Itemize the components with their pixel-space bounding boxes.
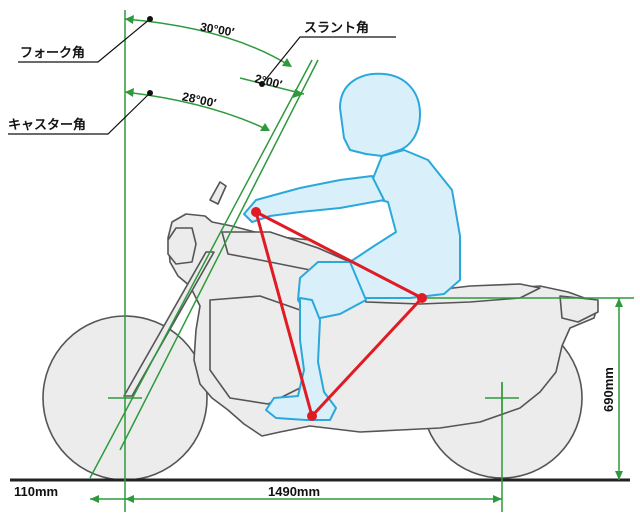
caster-angle-leader (8, 92, 151, 135)
caster-angle-value: 28°00′ (181, 89, 218, 110)
leader-dots (147, 16, 265, 96)
seat-height-label: 690mm (601, 367, 616, 412)
mirror-stalk (209, 181, 227, 205)
fork-arc-arrow-right (282, 58, 292, 67)
caster-arc-arrow-right (260, 123, 270, 131)
slant-angle-label: スラント角 (304, 20, 369, 36)
slant-leader-dot (259, 81, 265, 87)
caster-axis-line (89, 59, 313, 479)
fork-axis-line (119, 59, 319, 451)
motorcycle (42, 181, 599, 481)
rider-arm (243, 175, 385, 223)
trail-arrow-right (90, 495, 99, 503)
rider-torso (345, 149, 461, 299)
headlight (167, 227, 197, 265)
caster-leader-dot (147, 90, 153, 96)
fork-angle-value: 30°00′ (199, 20, 235, 40)
grip-point (251, 207, 261, 217)
fork-arc-arrow-left (125, 15, 134, 24)
slant-angle-value: 2°00′ (253, 71, 283, 91)
hip-point (417, 293, 427, 303)
slant-arrow (293, 89, 304, 98)
seat-height-arrow-bottom (615, 471, 623, 480)
rider-helmet (339, 72, 421, 157)
caster-angle-label: キャスター角 (8, 117, 86, 133)
wheelbase-arrow-right (493, 495, 502, 503)
wheelbase-arrow-left (125, 495, 134, 503)
arrowheads (90, 15, 623, 503)
seat-height-arrow-top (615, 298, 623, 307)
ergonomic-triangle (251, 207, 427, 421)
slant-angle-arc (239, 77, 305, 95)
rear-fender (559, 295, 599, 323)
leader-lines (8, 18, 396, 135)
fork-leader-dot (147, 16, 153, 22)
caster-arc-arrow-left (125, 88, 134, 97)
fork-angle-label: フォーク角 (20, 45, 85, 61)
trail-label: 110mm (14, 484, 58, 499)
footpeg-point (307, 411, 317, 421)
caster-angle-arc (124, 91, 269, 131)
slant-angle-leader (261, 36, 396, 85)
fork-angle-leader (18, 18, 151, 63)
rider (243, 72, 461, 421)
wheelbase-label: 1490mm (268, 484, 320, 499)
triangle-outline (254, 210, 424, 418)
geometry-guides (89, 10, 634, 512)
